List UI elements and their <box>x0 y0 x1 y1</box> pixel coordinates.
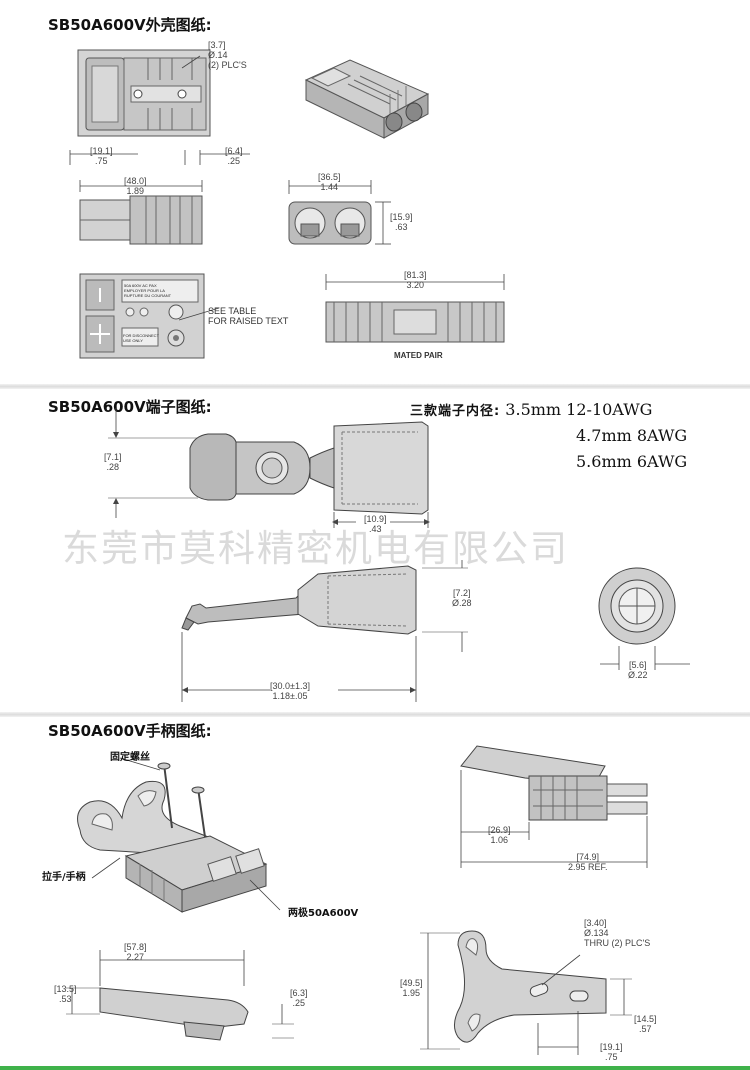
terminal-spec-1: 3.5mm 12-10AWG <box>505 400 653 419</box>
terminal-end-view <box>598 567 690 670</box>
terminal-spec-label: 三款端子内径: <box>410 404 501 419</box>
housing-front-view <box>288 180 391 245</box>
terminal-spec-line-3: 5.6mm 6AWG <box>576 452 688 471</box>
terminal-section-title: SB50A600V端子图纸: <box>48 398 212 416</box>
housing-side-view <box>79 180 203 245</box>
dim-14-5: [14.5].57 <box>634 1014 657 1034</box>
mated-pair-caption: MATED PAIR <box>394 351 443 360</box>
section-divider-1 <box>0 384 750 389</box>
terminal-spec-line-2: 4.7mm 8AWG <box>576 426 688 445</box>
dim-48: [48.0]1.89 <box>124 176 147 196</box>
terminal-spec-line-1: 三款端子内径: 3.5mm 12-10AWG <box>410 400 652 419</box>
dim-6-3: [6.3].25 <box>290 988 308 1008</box>
handle-callout-lines <box>91 757 281 911</box>
dim-81-3: [81.3]3.20 <box>404 270 427 290</box>
see-table-leader <box>178 307 220 321</box>
terminal-top-view <box>108 408 429 528</box>
dim-19-1-handle: [19.1].75 <box>600 1042 623 1062</box>
dim-74-9: [74.9]2.95 REF. <box>568 852 608 872</box>
dim-30: [30.0±1.3]1.18±.05 <box>270 681 310 701</box>
dim-6-4: [6.4].25 <box>225 146 243 166</box>
dim-57-8: [57.8]2.27 <box>124 942 147 962</box>
company-watermark: 东莞市莫科精密机电有限公司 <box>62 527 569 570</box>
dim-49-5: [49.5]1.95 <box>400 978 423 998</box>
handle-profile-view <box>66 950 294 1041</box>
dim-36-5: [36.5]1.44 <box>318 172 341 192</box>
housing-section-title: SB50A600V外壳图纸: <box>48 16 212 34</box>
label-handle: 拉手/手柄 <box>42 872 86 883</box>
terminal-side-view <box>181 560 468 702</box>
housing-dim-lines-1 <box>69 55 250 165</box>
dim-19-1: [19.1].75 <box>90 146 113 166</box>
dim-26-9: [26.9]1.06 <box>488 825 511 845</box>
mated-pair-view <box>325 274 505 343</box>
handle-section-title: SB50A600V手柄图纸: <box>48 722 212 740</box>
dim-7-2: [7.2]Ø.28 <box>452 588 472 608</box>
housing-isometric-view <box>304 59 430 139</box>
label-fixing-screw: 固定螺丝 <box>110 752 150 763</box>
handle-top-view <box>420 930 632 1055</box>
bottom-accent-bar <box>0 1066 750 1070</box>
dim-hole-diameter: [3.7]Ø.14(2) PLC'S <box>208 40 247 70</box>
housing-label-view <box>79 273 205 359</box>
handle-assembly-view <box>77 762 268 913</box>
handle-side-view <box>460 745 648 868</box>
dim-7-1: [7.1].28 <box>104 452 122 472</box>
dim-13-5: [13.5].53 <box>54 984 77 1004</box>
dim-10-9: [10.9].43 <box>364 514 387 534</box>
dim-15-9: [15.9].63 <box>390 212 413 232</box>
dim-5-6: [5.6]Ø.22 <box>628 660 648 680</box>
dim-10-9-line <box>332 519 430 525</box>
section-divider-2 <box>0 712 750 717</box>
label-connector: 两极50A600V <box>288 908 359 919</box>
